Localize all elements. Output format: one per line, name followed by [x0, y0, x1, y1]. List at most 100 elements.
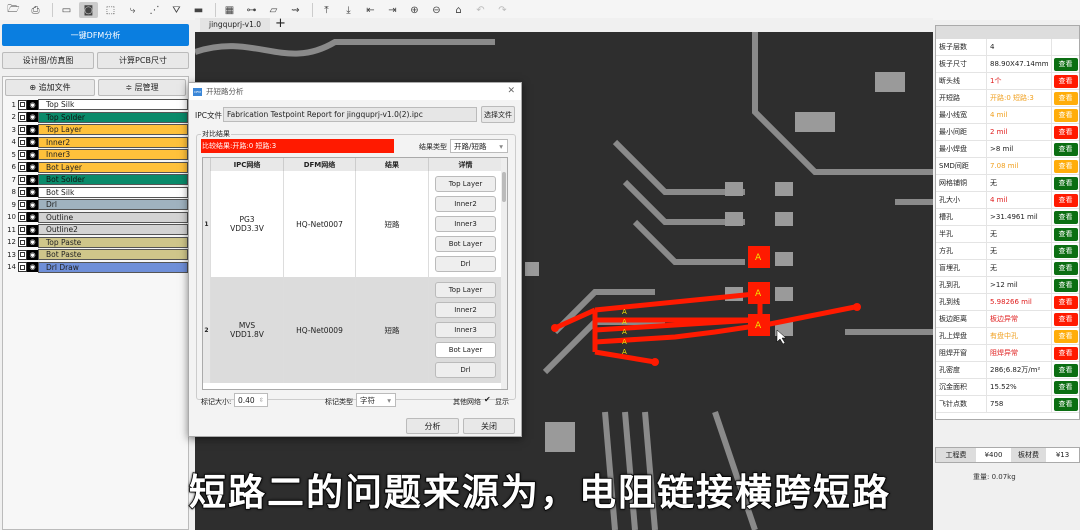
filter-icon[interactable]: ⛛	[172, 4, 181, 16]
undo-icon[interactable]: ↶	[476, 4, 485, 16]
layer-checkbox[interactable]	[18, 224, 27, 235]
view-button[interactable]: 查看	[1053, 329, 1078, 343]
view-button[interactable]: 查看	[1053, 176, 1078, 190]
layer-up-icon[interactable]: ⤒	[324, 4, 329, 16]
layer-row[interactable]: 14◉Drl Draw	[6, 261, 188, 273]
eye-icon[interactable]: ◉	[27, 262, 38, 272]
view-button[interactable]: 查看	[1053, 193, 1078, 207]
view-button[interactable]: 查看	[1053, 108, 1078, 122]
layer-row[interactable]: 2◉Top Solder	[6, 111, 188, 123]
eye-icon[interactable]: ◉	[27, 199, 38, 210]
analyze-button[interactable]: 分析	[406, 418, 459, 434]
view-button[interactable]: 查看	[1053, 261, 1078, 275]
eye-icon[interactable]: ◉	[27, 212, 38, 222]
view-button[interactable]: 查看	[1053, 295, 1078, 309]
route-icon[interactable]: ⤷	[129, 4, 136, 16]
detail-inner2-button[interactable]: Inner2	[435, 196, 496, 212]
layer-row[interactable]: 12◉Top Paste	[6, 236, 188, 248]
layer-checkbox[interactable]	[18, 162, 27, 172]
dfm-analysis-button[interactable]: 一键DFM分析	[2, 24, 189, 46]
layer-row[interactable]: 9◉Drl	[6, 199, 188, 210]
move-left-icon[interactable]: ⇤	[366, 4, 375, 16]
add-file-button[interactable]: ⊕ 追加文件	[5, 79, 95, 96]
layer-row[interactable]: 1◉Top Silk	[6, 99, 188, 110]
choose-file-button[interactable]: 选择文件	[481, 106, 515, 123]
close-icon[interactable]: ✕	[507, 86, 515, 96]
view-button[interactable]: 查看	[1053, 125, 1078, 139]
close-button[interactable]: 关闭	[463, 418, 515, 434]
layer-checkbox[interactable]	[18, 149, 27, 160]
layer-checkbox[interactable]	[18, 199, 27, 210]
view-button[interactable]: 查看	[1053, 380, 1078, 394]
eye-icon[interactable]: ◉	[27, 249, 38, 260]
view-button[interactable]: 查看	[1053, 363, 1078, 377]
view-button[interactable]: 查看	[1053, 57, 1078, 71]
ipc-file-field[interactable]: Fabrication Testpoint Report for jingqup…	[223, 107, 477, 122]
show-checkbox[interactable]: ✔	[484, 395, 491, 404]
tab-jingquprj[interactable]: jingquprj-v1.0	[200, 18, 270, 32]
select-icon[interactable]: ◙	[79, 2, 98, 18]
layer-manage-button[interactable]: ≑ 层管理	[98, 79, 186, 96]
open-folder-icon[interactable]: 🗁	[7, 3, 20, 15]
layer-checkbox[interactable]	[18, 212, 27, 222]
eye-icon[interactable]: ◉	[27, 237, 38, 247]
layer-checkbox[interactable]	[18, 262, 27, 272]
detail-inner2-button[interactable]: Inner2	[435, 302, 496, 318]
grid-scrollbar[interactable]	[501, 158, 507, 389]
box-select-icon[interactable]: ⬚	[105, 4, 116, 16]
eye-icon[interactable]: ◉	[27, 137, 38, 147]
eye-icon[interactable]: ◉	[27, 224, 38, 235]
grid-icon[interactable]: ▦	[224, 4, 235, 16]
layer-row[interactable]: 5◉Inner3	[6, 149, 188, 160]
view-button[interactable]: 查看	[1053, 346, 1078, 360]
view-button[interactable]: 查看	[1053, 91, 1078, 105]
tune-icon[interactable]: ⇝	[291, 4, 300, 16]
layer-row[interactable]: 13◉Bot Paste	[6, 249, 188, 260]
view-button[interactable]: 查看	[1053, 159, 1078, 173]
view-button[interactable]: 查看	[1053, 397, 1078, 411]
eye-icon[interactable]: ◉	[27, 162, 38, 172]
network-icon[interactable]: ⊶	[246, 4, 257, 16]
detail-bot-layer-button[interactable]: Bot Layer	[435, 342, 496, 358]
calc-pcb-size-button[interactable]: 计算PCB尺寸	[97, 52, 189, 69]
detail-drl-button[interactable]: Drl	[435, 362, 496, 378]
detail-bot-layer-button[interactable]: Bot Layer	[435, 236, 496, 252]
layer-row[interactable]: 10◉Outline	[6, 211, 188, 223]
mark-size-spinner[interactable]: 0.40⇳	[234, 393, 268, 407]
layer-row[interactable]: 7◉Bot Solder	[6, 174, 188, 185]
move-right-icon[interactable]: ⇥	[388, 4, 397, 16]
eye-icon[interactable]: ◉	[27, 124, 38, 135]
layer-row[interactable]: 6◉Bot Layer	[6, 161, 188, 173]
eye-icon[interactable]: ◉	[27, 99, 38, 110]
redo-icon[interactable]: ↷	[498, 4, 507, 16]
design-view-button[interactable]: 设计图/仿真图	[2, 52, 94, 69]
layer-checkbox[interactable]	[18, 112, 27, 122]
layer-checkbox[interactable]	[18, 187, 27, 197]
layer-down-icon[interactable]: ⤓	[346, 4, 351, 16]
eye-icon[interactable]: ◉	[27, 149, 38, 160]
detail-top-layer-button[interactable]: Top Layer	[435, 176, 496, 192]
add-tab-button[interactable]: +	[275, 16, 286, 31]
view-button[interactable]: 查看	[1053, 74, 1078, 88]
home-icon[interactable]: ⌂	[455, 4, 462, 16]
detail-top-layer-button[interactable]: Top Layer	[435, 282, 496, 298]
layer-checkbox[interactable]	[18, 249, 27, 260]
measure-icon[interactable]: ⏥	[269, 4, 278, 16]
detail-drl-button[interactable]: Drl	[435, 256, 496, 272]
print-icon[interactable]: ⎙	[31, 4, 40, 16]
eye-icon[interactable]: ◉	[27, 174, 38, 185]
view-button[interactable]: 查看	[1053, 278, 1078, 292]
layer-checkbox[interactable]	[18, 237, 27, 247]
layer-checkbox[interactable]	[18, 174, 27, 185]
layout-icon[interactable]: ▭	[61, 4, 72, 16]
layer-row[interactable]: 11◉Outline2	[6, 224, 188, 235]
layer-row[interactable]: 4◉Inner2	[6, 136, 188, 148]
layer-row[interactable]: 8◉Bot Silk	[6, 186, 188, 198]
view-button[interactable]: 查看	[1053, 244, 1078, 258]
result-type-select[interactable]: 开路/短路▾	[450, 139, 508, 153]
zoom-in-icon[interactable]: ⊕	[410, 4, 419, 16]
view-button[interactable]: 查看	[1053, 142, 1078, 156]
layer-row[interactable]: 3◉Top Layer	[6, 124, 188, 135]
